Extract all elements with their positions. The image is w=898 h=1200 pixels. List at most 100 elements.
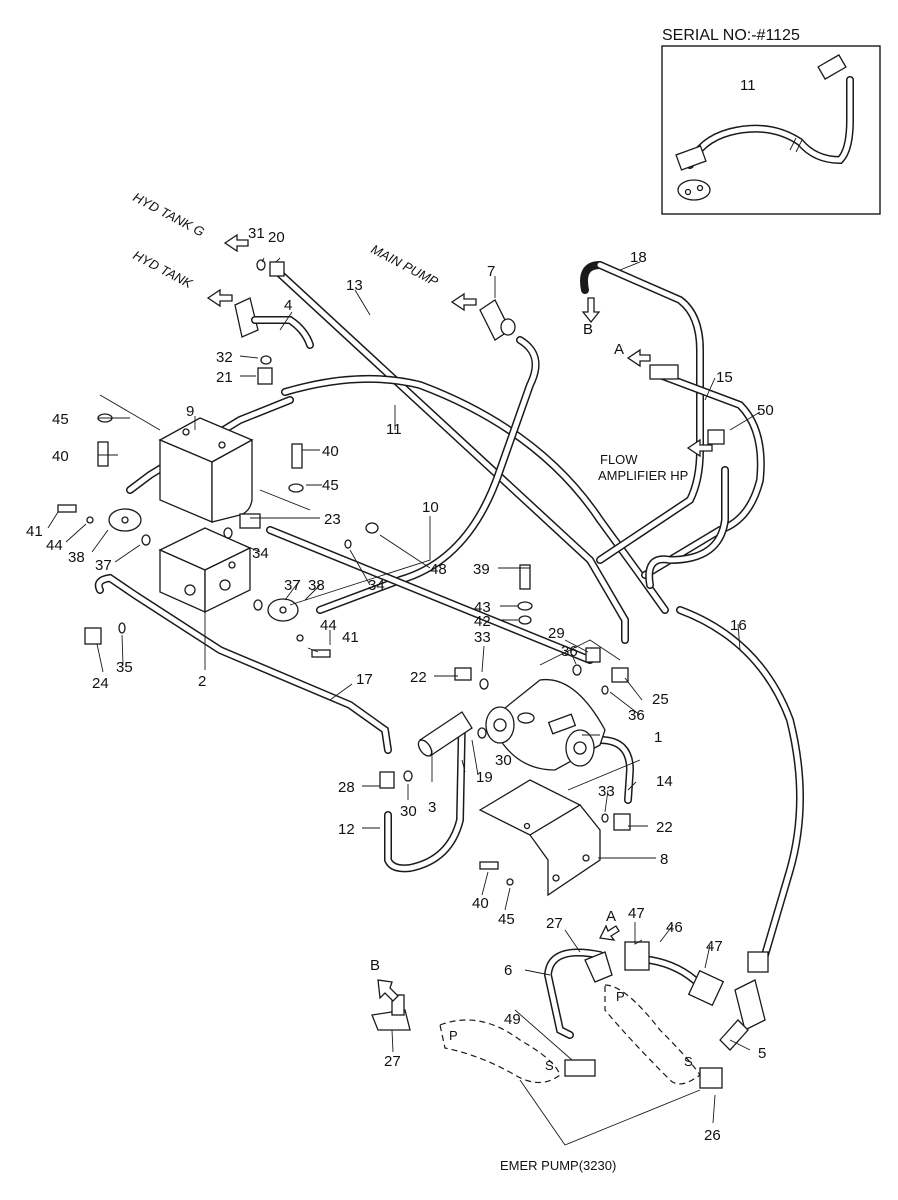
callout-flow-amplifier: AMPLIFIER HP: [598, 468, 688, 483]
part-number: 40: [472, 895, 489, 912]
callout-main-pump: MAIN PUMP: [369, 241, 441, 289]
part-number: 42: [474, 613, 491, 630]
part-number: 41: [342, 629, 359, 646]
part-number: 3: [428, 799, 436, 816]
part-number: 25: [652, 691, 669, 708]
part-number: 46: [666, 919, 683, 936]
hose-main-pump: [316, 336, 540, 614]
port-b: B: [583, 321, 593, 338]
part-number: 7: [487, 263, 495, 280]
part-number: 43: [474, 599, 491, 616]
part-number: 10: [422, 499, 439, 516]
part-number: 38: [308, 577, 325, 594]
part-number: 33: [474, 629, 491, 646]
part-number: 45: [52, 411, 69, 428]
hose-14: [596, 736, 635, 804]
part-number: 47: [706, 938, 723, 955]
part-number: 34: [252, 545, 269, 562]
hose-13: [274, 268, 629, 644]
tube-3: [417, 711, 473, 757]
part-number: 27: [384, 1053, 401, 1070]
part-number: 21: [216, 369, 233, 386]
part-number: 44: [46, 537, 63, 554]
part-number: 29: [548, 625, 565, 642]
part-number: 24: [92, 675, 109, 692]
port-a: A: [614, 341, 624, 358]
part-number: 33: [598, 783, 615, 800]
part-number: 49: [504, 1011, 521, 1028]
part-number: 8: [660, 851, 668, 868]
flange-38b: [267, 598, 299, 622]
pump-s2: S: [684, 1054, 693, 1069]
arrow-down-icon: [377, 979, 399, 1002]
part-number: 28: [338, 779, 355, 796]
part-numbers: 11 31 20 13 7 18 4 32 21 9 11 15 50 45 4…: [26, 77, 774, 1144]
fitting-47b: [687, 969, 725, 1007]
part-number: 12: [338, 821, 355, 838]
part-number: 47: [628, 905, 645, 922]
part-number: 26: [704, 1127, 721, 1144]
arrow-left-icon: [686, 438, 713, 458]
part-number: 39: [473, 561, 490, 578]
arrow-left-icon: [223, 233, 249, 253]
part-number: 22: [410, 669, 427, 686]
part-number: 5: [758, 1045, 766, 1062]
arrow-left-icon: [450, 292, 477, 312]
part-number: 40: [52, 448, 69, 465]
part-number: 31: [248, 225, 265, 242]
part-number: 41: [26, 523, 43, 540]
part-number: 18: [630, 249, 647, 266]
flange-7: [479, 299, 516, 341]
part-number: 1: [654, 729, 662, 746]
part-number: 36: [628, 707, 645, 724]
arrow-left-icon: [626, 348, 651, 368]
elbow-27a: [584, 951, 613, 983]
fittings: [57, 259, 725, 1089]
part-number: 4: [284, 297, 292, 314]
part-number: 34: [368, 577, 385, 594]
hose-12: [384, 716, 466, 873]
part-number: 6: [504, 962, 512, 979]
leader-lines: [47, 257, 761, 1146]
part-number: 27: [546, 915, 563, 932]
valve-block-2: [158, 527, 252, 614]
part-number: 32: [216, 349, 233, 366]
elbow-27b: [371, 994, 411, 1031]
part-number: 22: [656, 819, 673, 836]
hose-17: [94, 573, 392, 754]
pump-p1: P: [449, 1028, 458, 1043]
part-number: 19: [476, 769, 493, 786]
bracket-9: [158, 417, 254, 523]
part-number: 2: [198, 673, 206, 690]
callout-hyd-tank-g: HYD TANK G: [131, 189, 207, 239]
part-number: 23: [324, 511, 341, 528]
arrow-down-icon: [599, 924, 620, 941]
hose-15: [641, 371, 765, 579]
part-number: 48: [430, 561, 447, 578]
pump-s1: S: [545, 1058, 554, 1073]
direction-arrows: [206, 233, 713, 1002]
part-number: 13: [346, 277, 363, 294]
part-number: 20: [268, 229, 285, 246]
part-number: 45: [322, 477, 339, 494]
port-b2: B: [370, 957, 380, 974]
hose-46: [646, 956, 704, 989]
elbow-4: [234, 297, 314, 349]
callout-emer-pump: EMER PUMP(3230): [500, 1158, 616, 1173]
serial-label: SERIAL NO:-#1125: [662, 27, 800, 44]
part-number: 50: [757, 402, 774, 419]
port-a2: A: [606, 908, 616, 925]
part-number: 37: [284, 577, 301, 594]
part-number: 11: [740, 77, 756, 94]
hose-50: [645, 466, 729, 589]
part-number: 40: [322, 443, 339, 460]
part-number: 44: [320, 617, 337, 634]
part-number: 45: [498, 911, 515, 928]
callout-flow: FLOW: [600, 452, 638, 467]
part-number: 37: [95, 557, 112, 574]
callout-hyd-tank: HYD TANK: [131, 247, 196, 291]
arrow-down-icon: [581, 297, 601, 324]
part-number: 30: [400, 803, 417, 820]
part-number: 11: [386, 421, 402, 438]
